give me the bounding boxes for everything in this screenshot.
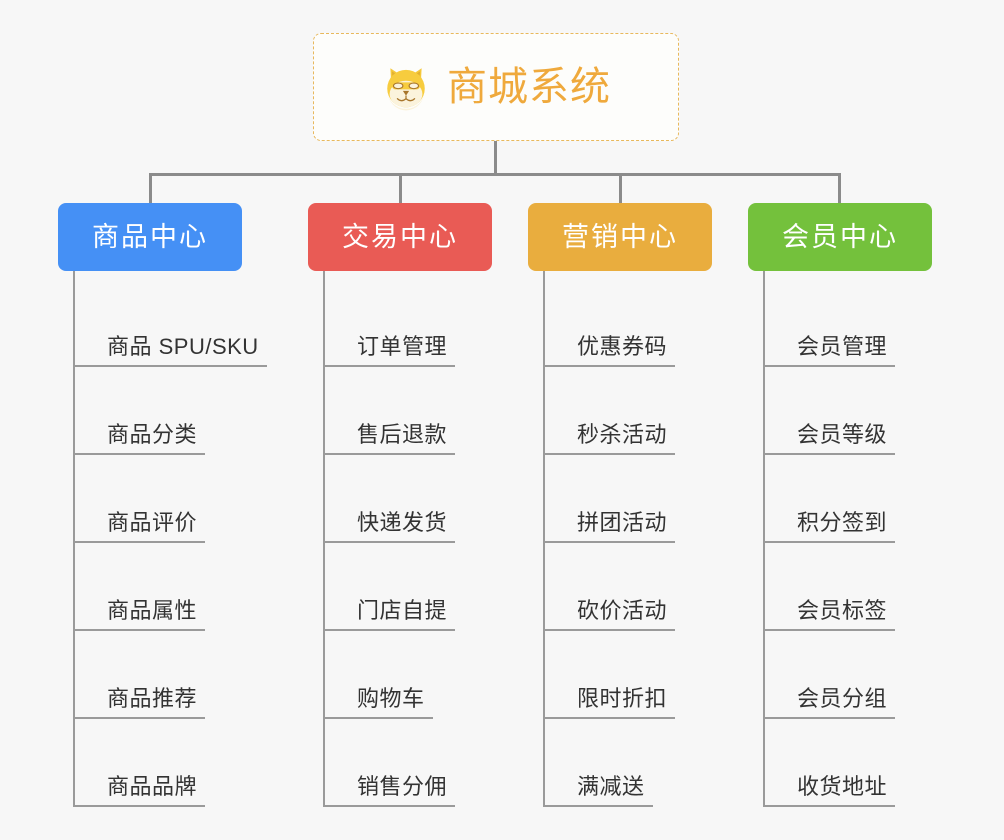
branch-column-3: 会员中心 会员管理 会员等级 积分签到 会员标签 会员分组 收货地址: [748, 203, 988, 807]
leaf-list-1: 订单管理 售后退款 快递发货 门店自提 购物车 销售分佣: [323, 271, 548, 807]
leaf-label: 秒杀活动: [577, 421, 668, 447]
leaf-label: 商品推荐: [107, 685, 198, 711]
category-label-3: 会员中心: [782, 221, 898, 252]
leaf-item[interactable]: 收货地址: [765, 719, 988, 807]
root-node[interactable]: 商城系统: [313, 33, 679, 141]
category-box-0[interactable]: 商品中心: [58, 203, 242, 271]
leaf-item[interactable]: 砍价活动: [545, 543, 768, 631]
leaf-label: 收货地址: [797, 773, 888, 799]
leaf-item[interactable]: 满减送: [545, 719, 768, 807]
leaf-label: 优惠券码: [577, 333, 668, 359]
leaf-label: 会员等级: [797, 421, 888, 447]
leaf-item[interactable]: 商品品牌: [75, 719, 298, 807]
connector-bus: [149, 173, 840, 176]
leaf-item[interactable]: 购物车: [325, 631, 548, 719]
leaf-label: 销售分佣: [357, 773, 448, 799]
connector-drop-2: [619, 173, 622, 205]
leaf-item[interactable]: 拼团活动: [545, 455, 768, 543]
leaf-item[interactable]: 会员标签: [765, 543, 988, 631]
leaf-label: 门店自提: [357, 597, 448, 623]
leaf-item[interactable]: 商品属性: [75, 543, 298, 631]
leaf-label: 拼团活动: [577, 509, 668, 535]
leaf-label: 购物车: [357, 685, 425, 711]
leaf-label: 快递发货: [357, 509, 448, 535]
leaf-label: 商品评价: [107, 509, 198, 535]
leaf-list-0: 商品 SPU/SKU 商品分类 商品评价 商品属性 商品推荐 商品品牌: [73, 271, 298, 807]
leaf-label: 商品品牌: [107, 773, 198, 799]
leaf-item[interactable]: 订单管理: [325, 279, 548, 367]
category-label-0: 商品中心: [92, 221, 208, 252]
connector-drop-1: [399, 173, 402, 205]
leaf-label: 商品分类: [107, 421, 198, 447]
leaf-item[interactable]: 优惠券码: [545, 279, 768, 367]
shiba-dog-icon: [381, 62, 431, 112]
leaf-item[interactable]: 商品推荐: [75, 631, 298, 719]
leaf-label: 售后退款: [357, 421, 448, 447]
leaf-item[interactable]: 会员管理: [765, 279, 988, 367]
leaf-list-2: 优惠券码 秒杀活动 拼团活动 砍价活动 限时折扣 满减送: [543, 271, 768, 807]
category-box-3[interactable]: 会员中心: [748, 203, 932, 271]
leaf-item[interactable]: 门店自提: [325, 543, 548, 631]
connector-drop-3: [838, 173, 841, 205]
leaf-item[interactable]: 秒杀活动: [545, 367, 768, 455]
leaf-item[interactable]: 会员等级: [765, 367, 988, 455]
branch-column-1: 交易中心 订单管理 售后退款 快递发货 门店自提 购物车 销售分佣: [308, 203, 548, 807]
category-box-1[interactable]: 交易中心: [308, 203, 492, 271]
leaf-list-3: 会员管理 会员等级 积分签到 会员标签 会员分组 收货地址: [763, 271, 988, 807]
category-label-1: 交易中心: [342, 221, 458, 252]
leaf-item[interactable]: 会员分组: [765, 631, 988, 719]
leaf-label: 会员分组: [797, 685, 888, 711]
connector-drop-0: [149, 173, 152, 205]
leaf-item[interactable]: 快递发货: [325, 455, 548, 543]
connector-root-stem: [494, 141, 497, 175]
leaf-item[interactable]: 商品分类: [75, 367, 298, 455]
leaf-label: 积分签到: [797, 509, 888, 535]
leaf-label: 砍价活动: [577, 597, 668, 623]
leaf-item[interactable]: 积分签到: [765, 455, 988, 543]
leaf-label: 商品 SPU/SKU: [107, 333, 259, 359]
branch-column-0: 商品中心 商品 SPU/SKU 商品分类 商品评价 商品属性 商品推荐 商品品牌: [58, 203, 298, 807]
leaf-item[interactable]: 售后退款: [325, 367, 548, 455]
leaf-item[interactable]: 限时折扣: [545, 631, 768, 719]
leaf-label: 订单管理: [357, 333, 448, 359]
branch-column-2: 营销中心 优惠券码 秒杀活动 拼团活动 砍价活动 限时折扣 满减送: [528, 203, 768, 807]
leaf-item[interactable]: 销售分佣: [325, 719, 548, 807]
leaf-label: 满减送: [577, 773, 645, 799]
leaf-label: 会员标签: [797, 597, 888, 623]
leaf-label: 商品属性: [107, 597, 198, 623]
category-label-2: 营销中心: [562, 221, 678, 252]
leaf-label: 限时折扣: [577, 685, 668, 711]
root-title: 商城系统: [447, 65, 611, 109]
leaf-item[interactable]: 商品评价: [75, 455, 298, 543]
leaf-label: 会员管理: [797, 333, 888, 359]
leaf-item[interactable]: 商品 SPU/SKU: [75, 279, 298, 367]
category-box-2[interactable]: 营销中心: [528, 203, 712, 271]
